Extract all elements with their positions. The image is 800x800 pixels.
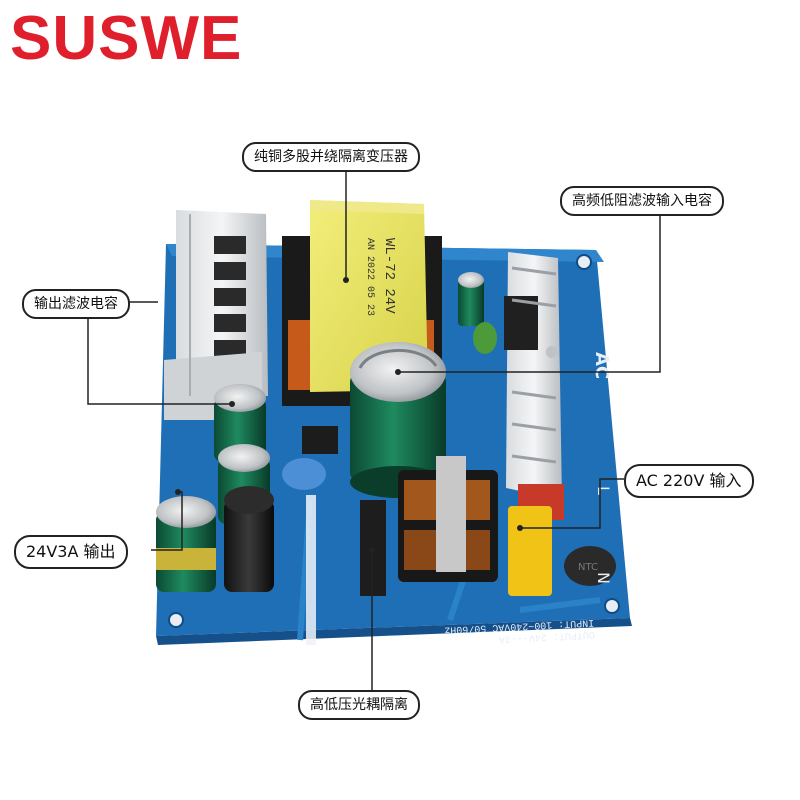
transformer-label-date: AN 2022 05 23 xyxy=(364,238,375,316)
common-mode-choke xyxy=(398,456,498,582)
output-filter-capacitors xyxy=(156,384,274,592)
callout-input-capacitor: 高频低阻滤波输入电容 xyxy=(560,186,724,216)
silkscreen-n: N xyxy=(594,572,613,584)
x2-capacitor-yellow xyxy=(508,506,552,596)
callout-leader-lines xyxy=(87,166,661,703)
silkscreen-l: L xyxy=(594,486,613,495)
silkscreen-output-spec: OUTPUT: 24V---3A xyxy=(499,628,595,644)
right-heatsink xyxy=(504,252,562,500)
callout-dc-output: 24V3A 输出 xyxy=(14,535,128,569)
callout-output-capacitor: 输出滤波电容 xyxy=(22,289,130,319)
ntc-silkscreen: NTC xyxy=(578,562,598,573)
callout-ac-input: AC 220V 输入 xyxy=(624,464,754,498)
y-capacitor xyxy=(282,458,326,490)
optocoupler-chip xyxy=(302,426,338,454)
x-capacitor-green xyxy=(473,322,497,354)
small-capacitor xyxy=(458,272,484,326)
brand-logo: SUSWE xyxy=(10,4,243,73)
silkscreen-ac: AC xyxy=(591,352,612,379)
transformer-label-model: WL-72 24V xyxy=(381,238,397,314)
callout-optocoupler: 高低压光耦隔离 xyxy=(298,690,420,720)
callout-transformer: 纯铜多股并绕隔离变压器 xyxy=(242,142,420,172)
ntc-thermistor xyxy=(564,546,616,586)
